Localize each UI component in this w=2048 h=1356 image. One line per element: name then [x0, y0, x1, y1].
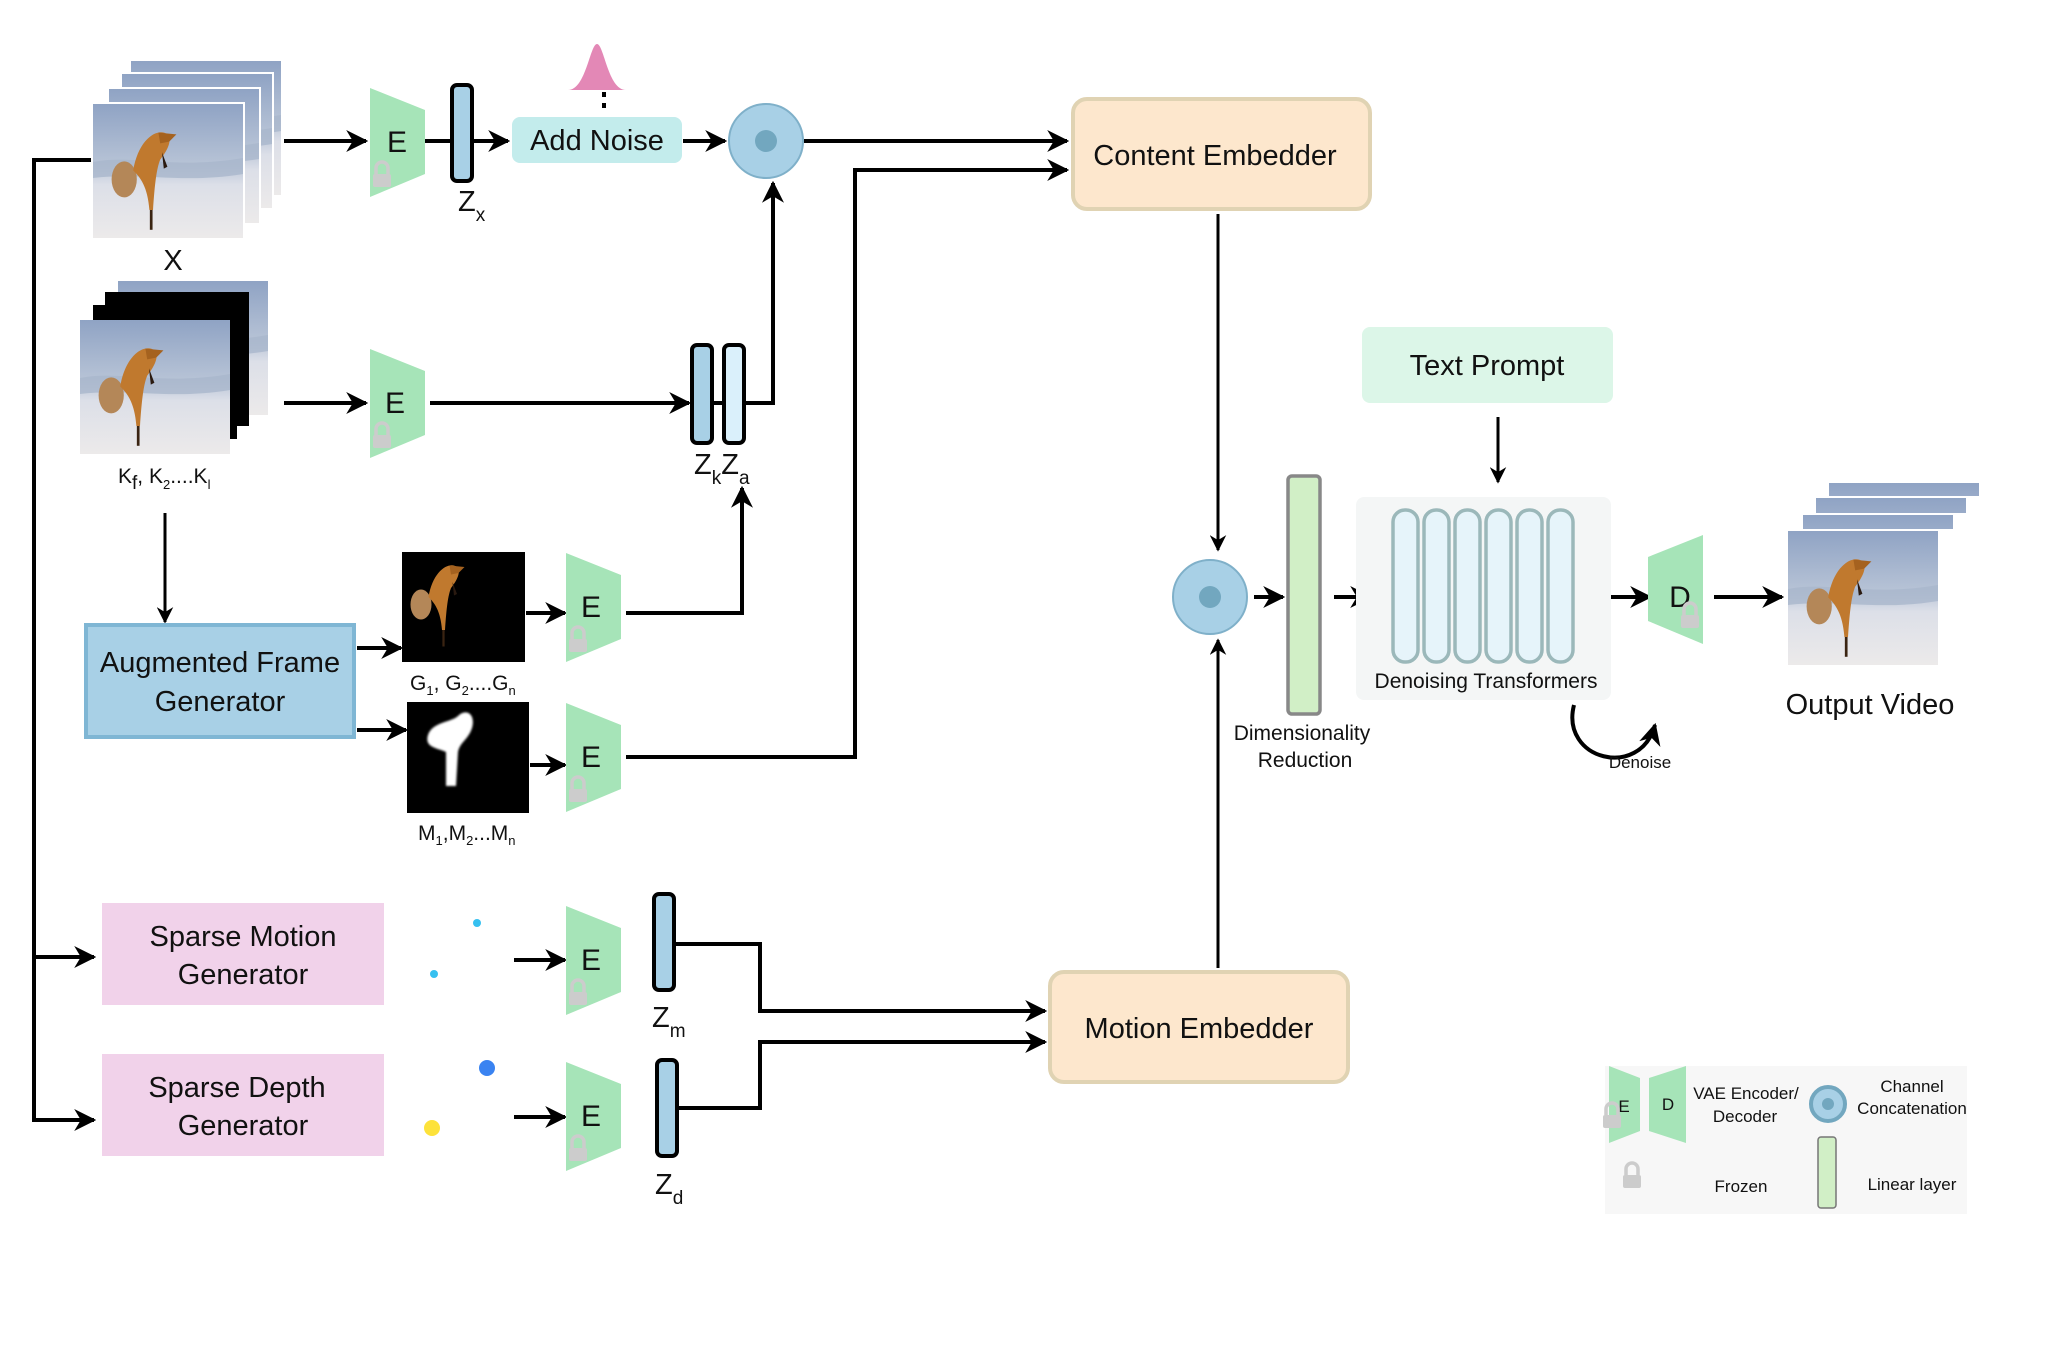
decoder: D	[1648, 535, 1703, 644]
legend-decoder-icon: D	[1649, 1066, 1686, 1143]
motion-point	[473, 919, 481, 927]
video-frame	[93, 104, 243, 238]
denoising-transformers-label: Denoising Transformers	[1375, 670, 1598, 693]
legend-vae-line1: VAE Encoder/	[1693, 1084, 1799, 1103]
content-embedder-label: Content Embedder	[1093, 140, 1337, 172]
encoder-letter: E	[387, 126, 407, 159]
transformer-layer	[1422, 508, 1451, 664]
sparse-motion-label-line2: Generator	[178, 959, 309, 991]
encoder-letter: E	[581, 944, 601, 977]
arrow-bus-to-sparse-depth	[32, 158, 97, 1131]
legend-encoder-icon: E	[1601, 1066, 1640, 1143]
motion-embedder-label: Motion Embedder	[1085, 1013, 1314, 1045]
sparse-motion-generator-block: Sparse Motion Generator	[102, 903, 384, 1005]
add-noise-block: Add Noise	[512, 117, 682, 163]
keyframes-stack: Kf, K2....Kl	[80, 281, 268, 494]
m-frames-label: M1,M2...Mn	[418, 822, 516, 848]
latent-zk	[690, 343, 714, 445]
keyframe	[80, 320, 230, 454]
transformer-layer	[1391, 508, 1420, 664]
content-embedder-block: Content Embedder	[1071, 97, 1372, 211]
encoder-letter: E	[385, 387, 405, 420]
decoder-letter: D	[1669, 581, 1691, 614]
transformer-layer	[1546, 508, 1575, 664]
encoder-masks: E	[566, 703, 621, 812]
arrow-g-to-za	[626, 485, 753, 615]
depth-point	[479, 1060, 495, 1076]
dimensionality-label-line2: Reduction	[1258, 749, 1353, 772]
output-video-stack: Output Video	[1786, 483, 1983, 721]
legend: E D VAE Encoder/ Decoder Channel Concate…	[1601, 1066, 1967, 1214]
augmented-frame-generator-block: Augmented Frame Generator	[84, 623, 356, 739]
foreground-frames-image	[402, 552, 525, 662]
transformer-layer	[1453, 508, 1482, 664]
dimensionality-label-line1: Dimensionality	[1234, 722, 1371, 745]
keyframes-label: Kf, K2....Kl	[118, 465, 211, 494]
zx-label: Zx	[458, 186, 486, 226]
encoder-letter: E	[581, 591, 601, 624]
zd-label: Zd	[655, 1169, 683, 1209]
mask-frames-image	[407, 702, 529, 813]
g-frames-label: G1, G2....Gn	[410, 672, 516, 698]
sparse-motion-label-line1: Sparse Motion	[150, 921, 337, 953]
sparse-depth-label-line1: Sparse Depth	[148, 1072, 325, 1104]
input-video-stack: X	[91, 61, 281, 277]
denoising-transformers-block: Denoising Transformers	[1356, 497, 1611, 700]
arrow-za-to-concat	[745, 180, 784, 405]
zk-za-label: ZkZa	[694, 449, 750, 489]
legend-concat-icon	[1809, 1085, 1847, 1123]
denoise-label: Denoise	[1609, 753, 1671, 772]
channel-concat-input	[728, 103, 804, 179]
gaussian-noise-icon	[568, 44, 626, 90]
motion-embedder-block: Motion Embedder	[1048, 970, 1350, 1084]
sparse-depth-generator-block: Sparse Depth Generator	[102, 1054, 384, 1156]
sparse-depth-label-line2: Generator	[178, 1110, 309, 1142]
depth-point	[424, 1120, 440, 1136]
channel-concat-embeddings	[1172, 559, 1248, 635]
arrow-zd-to-motion-embedder	[678, 1031, 1048, 1110]
connections	[32, 92, 1785, 1131]
legend-vae-line2: Decoder	[1713, 1107, 1778, 1126]
arrow-zm-to-motion-embedder	[676, 942, 1048, 1022]
legend-d-letter: D	[1662, 1095, 1674, 1114]
video-label: X	[163, 245, 182, 277]
legend-e-letter: E	[1618, 1097, 1629, 1116]
encoder-letter: E	[581, 741, 601, 774]
augmented-label-line2: Generator	[155, 686, 286, 718]
linear-layer: Dimensionality Reduction	[1234, 474, 1371, 772]
transformer-layer	[1484, 508, 1513, 664]
arrow-mask-to-content-embedder	[626, 159, 1070, 759]
denoise-loop-arrow	[1570, 704, 1661, 760]
encoder-sparse-depth: E	[566, 1062, 621, 1171]
encoder-video: E	[370, 88, 425, 197]
legend-linear-label: Linear layer	[1868, 1175, 1957, 1194]
legend-concat-line1: Channel	[1880, 1077, 1943, 1096]
zm-label: Zm	[652, 1002, 686, 1042]
augmented-label-line1: Augmented Frame	[100, 647, 340, 679]
latent-zx: Zx	[450, 83, 486, 226]
legend-linear-icon	[1817, 1136, 1837, 1209]
text-prompt-block: Text Prompt	[1362, 327, 1613, 403]
encoder-keyframes: E	[370, 349, 425, 458]
latent-za	[722, 343, 746, 445]
encoder-letter: E	[581, 1100, 601, 1133]
transformer-layers	[1391, 508, 1575, 664]
transformer-layer	[1515, 508, 1544, 664]
latent-zm: Zm	[652, 892, 686, 1042]
add-noise-label: Add Noise	[530, 125, 664, 157]
encoder-augmented-frames: E	[566, 553, 621, 662]
encoder-sparse-motion: E	[566, 906, 621, 1015]
latent-zd: Zd	[655, 1058, 683, 1209]
output-video-label: Output Video	[1786, 689, 1955, 721]
legend-frozen-label: Frozen	[1715, 1177, 1768, 1196]
motion-point	[430, 970, 438, 978]
legend-concat-line2: Concatenation	[1857, 1099, 1967, 1118]
text-prompt-label: Text Prompt	[1410, 350, 1565, 382]
